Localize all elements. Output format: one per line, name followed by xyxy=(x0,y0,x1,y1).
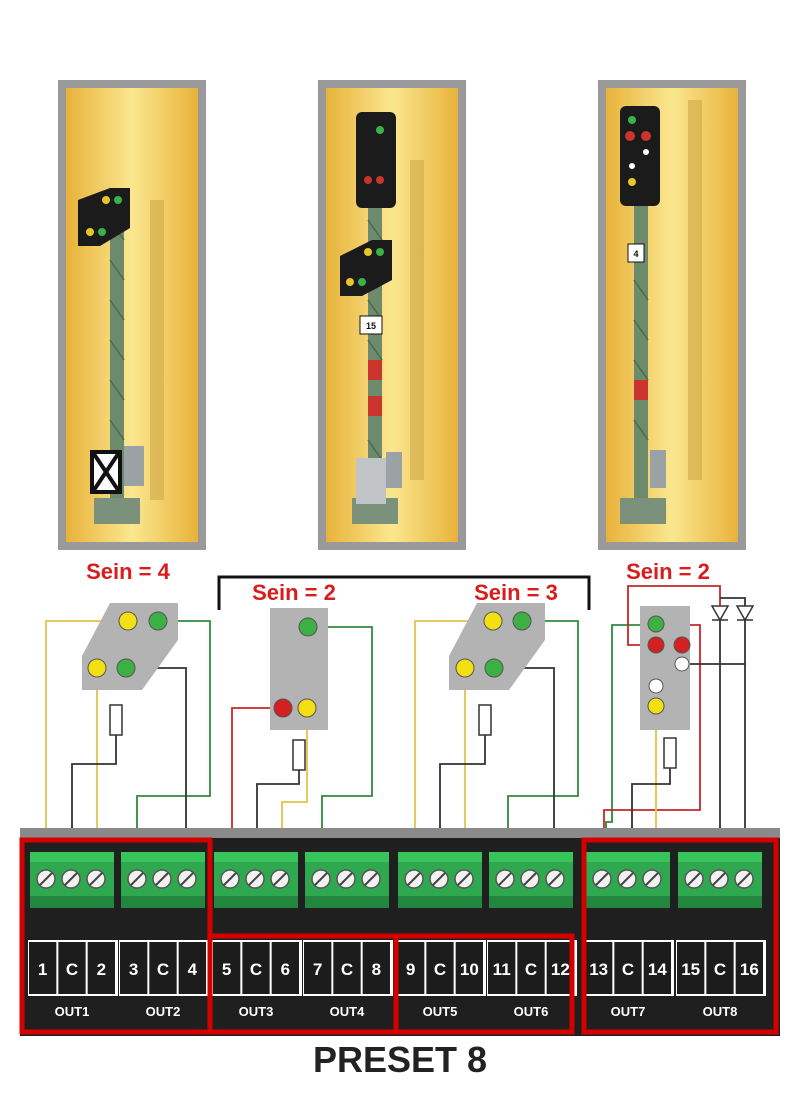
screw-terminal-icon[interactable] xyxy=(495,869,515,889)
resistor-icon xyxy=(478,704,492,736)
screw-terminal-icon[interactable] xyxy=(220,869,240,889)
screw-terminal-icon[interactable] xyxy=(642,869,662,889)
screw-terminal-icon[interactable] xyxy=(520,869,540,889)
terminal-number: 3 xyxy=(129,960,138,979)
screw-terminal-icon[interactable] xyxy=(336,869,356,889)
diode-icon xyxy=(710,605,730,622)
screw-terminal-icon[interactable] xyxy=(311,869,331,889)
terminal-number: 14 xyxy=(648,960,667,979)
terminal-number: 15 xyxy=(681,960,700,979)
screw-terminal-icon[interactable] xyxy=(152,869,172,889)
terminal-number: C xyxy=(157,960,169,979)
resistor-icon xyxy=(663,737,677,769)
terminal-number: 4 xyxy=(188,960,198,979)
screw-terminal-icon[interactable] xyxy=(545,869,565,889)
signal-head-schematic-1 xyxy=(82,603,178,690)
terminal-number: 10 xyxy=(460,960,479,979)
screw-terminal-icon[interactable] xyxy=(177,869,197,889)
terminal-number: 16 xyxy=(740,960,759,979)
terminal-block xyxy=(305,852,389,908)
terminal-number: 8 xyxy=(372,960,381,979)
terminal-number: 2 xyxy=(97,960,106,979)
screw-terminal-icon[interactable] xyxy=(709,869,729,889)
screw-terminal-icon[interactable] xyxy=(684,869,704,889)
terminal-block xyxy=(489,852,573,908)
terminal-number: 6 xyxy=(281,960,290,979)
terminal-block xyxy=(30,852,114,908)
terminal-number: 1 xyxy=(38,960,47,979)
output-group-frame xyxy=(581,837,779,1035)
sein-label-group-1: Sein = 4 xyxy=(86,559,171,584)
screw-terminal-icon[interactable] xyxy=(61,869,81,889)
signal-plate-number: 4 xyxy=(633,249,638,259)
screw-terminal-icon[interactable] xyxy=(617,869,637,889)
sein-label-group-3: Sein = 3 xyxy=(474,580,558,605)
screw-terminal-icon[interactable] xyxy=(404,869,424,889)
screw-terminal-icon[interactable] xyxy=(127,869,147,889)
screw-terminal-icon[interactable] xyxy=(245,869,265,889)
output-label: OUT3 xyxy=(239,1004,274,1019)
sein-label-group-2: Sein = 2 xyxy=(252,580,336,605)
screw-terminal-icon[interactable] xyxy=(592,869,612,889)
terminal-number: C xyxy=(66,960,78,979)
sein-label-group-4: Sein = 2 xyxy=(626,559,710,584)
output-label: OUT6 xyxy=(514,1004,549,1019)
output-label: OUT5 xyxy=(423,1004,458,1019)
screw-terminal-icon[interactable] xyxy=(361,869,381,889)
group-bracket xyxy=(217,575,591,610)
terminal-number: C xyxy=(525,960,537,979)
output-group-frame xyxy=(393,933,575,1035)
terminal-number: 12 xyxy=(551,960,570,979)
terminal-number: 7 xyxy=(313,960,322,979)
terminal-block xyxy=(678,852,762,908)
terminal-block xyxy=(214,852,298,908)
terminal-block xyxy=(398,852,482,908)
terminal-number: C xyxy=(250,960,262,979)
resistor-icon xyxy=(292,739,306,771)
screw-terminal-icon[interactable] xyxy=(734,869,754,889)
output-label: OUT8 xyxy=(703,1004,738,1019)
terminal-number: 11 xyxy=(493,960,511,979)
terminal-number: C xyxy=(434,960,446,979)
diode-icon xyxy=(735,605,755,622)
output-label: OUT1 xyxy=(55,1004,90,1019)
signal-head-schematic-4 xyxy=(640,606,691,730)
screw-terminal-icon[interactable] xyxy=(86,869,106,889)
preset-title: PRESET 8 xyxy=(313,1039,487,1080)
output-label: OUT2 xyxy=(146,1004,181,1019)
terminal-number: 9 xyxy=(406,960,415,979)
terminal-block xyxy=(121,852,205,908)
terminal-block xyxy=(586,852,670,908)
signal-photo-1 xyxy=(58,80,206,550)
screw-terminal-icon[interactable] xyxy=(270,869,290,889)
output-label: OUT4 xyxy=(330,1004,365,1019)
screw-terminal-icon[interactable] xyxy=(36,869,56,889)
signal-plate-number: 15 xyxy=(366,321,376,331)
resistor-icon xyxy=(109,704,123,736)
terminal-number: C xyxy=(341,960,353,979)
terminal-number: 5 xyxy=(222,960,231,979)
signal-photo-3: 4 xyxy=(598,80,746,550)
terminal-number: C xyxy=(714,960,726,979)
signal-photo-2: 15 xyxy=(318,80,466,550)
output-label: OUT7 xyxy=(611,1004,646,1019)
screw-terminal-icon[interactable] xyxy=(429,869,449,889)
terminal-number: 13 xyxy=(589,960,608,979)
terminal-number: C xyxy=(622,960,634,979)
screw-terminal-icon[interactable] xyxy=(454,869,474,889)
signal-head-schematic-2 xyxy=(270,608,328,730)
signal-head-schematic-3 xyxy=(449,603,545,690)
